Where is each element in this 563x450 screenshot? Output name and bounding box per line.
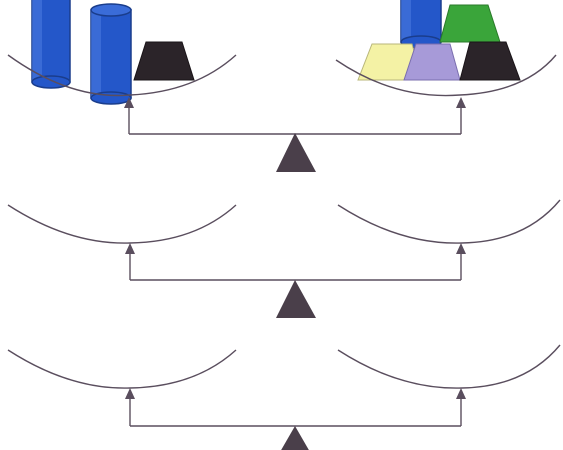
fulcrum-triangle — [276, 280, 316, 318]
right-pan — [335, 54, 557, 97]
left-arrowhead-icon — [125, 388, 135, 399]
left-pan — [7, 54, 237, 97]
right-arrowhead-icon — [456, 243, 466, 254]
green-trapezoid-block — [439, 4, 501, 43]
scale-beam — [129, 391, 462, 427]
left-arrowhead-icon — [125, 243, 135, 254]
right-arrowhead-icon — [456, 388, 466, 399]
right-pan-items — [357, 0, 521, 81]
scale-beam — [128, 100, 462, 135]
blue-cylinder — [400, 0, 442, 49]
right-pan — [337, 344, 561, 389]
left-pan — [7, 204, 237, 244]
blue-cylinder — [90, 3, 132, 105]
balance-scale-2 — [7, 199, 561, 318]
black-trapezoid-block — [459, 41, 521, 81]
blue-cylinder — [31, 0, 71, 89]
balance-scale-3 — [7, 344, 561, 450]
scale-beam — [129, 246, 462, 281]
balance-scale-1 — [7, 0, 557, 172]
right-arrowhead-icon — [456, 97, 466, 108]
left-arrowhead-icon — [124, 97, 134, 108]
left-pan — [7, 349, 237, 389]
fulcrum-triangle — [276, 133, 316, 172]
right-pan — [337, 199, 561, 244]
fulcrum-triangle — [281, 426, 309, 450]
black-trapezoid-block — [133, 41, 195, 81]
left-pan-items — [31, 0, 195, 105]
